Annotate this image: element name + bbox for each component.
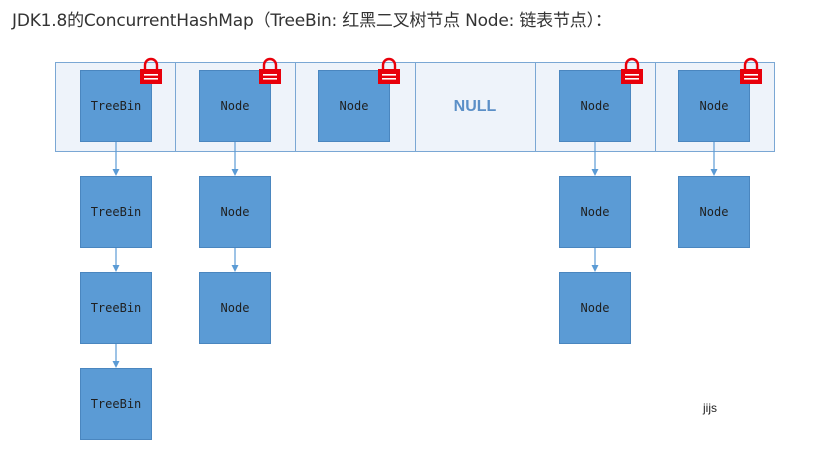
chain-node: Node (199, 272, 271, 344)
arrow-down-icon (231, 142, 239, 176)
bucket-divider (415, 62, 416, 152)
arrow-down-icon (231, 248, 239, 272)
chain-node: Node (678, 176, 750, 248)
chain-node: TreeBin (80, 176, 152, 248)
bucket-node-5: Node (678, 70, 750, 142)
lock-icon (740, 57, 762, 84)
lock-icon (378, 57, 400, 84)
lock-icon (259, 57, 281, 84)
chain-node: TreeBin (80, 272, 152, 344)
watermark-label: jijs (703, 401, 717, 415)
chain-node: Node (559, 176, 631, 248)
bucket-divider (295, 62, 296, 152)
arrow-down-icon (591, 142, 599, 176)
bucket-divider (175, 62, 176, 152)
bucket-divider (535, 62, 536, 152)
bucket-divider (655, 62, 656, 152)
lock-icon (621, 57, 643, 84)
diagram-title: JDK1.8的ConcurrentHashMap（TreeBin: 红黑二叉树节… (12, 11, 612, 31)
arrow-down-icon (112, 344, 120, 368)
arrow-down-icon (112, 248, 120, 272)
bucket-null-3: NULL (453, 98, 497, 115)
lock-icon (140, 57, 162, 84)
chain-node: TreeBin (80, 368, 152, 440)
bucket-node-4: Node (559, 70, 631, 142)
chain-node: Node (199, 176, 271, 248)
arrow-down-icon (591, 248, 599, 272)
chain-node: Node (559, 272, 631, 344)
arrow-down-icon (710, 142, 718, 176)
arrow-down-icon (112, 142, 120, 176)
